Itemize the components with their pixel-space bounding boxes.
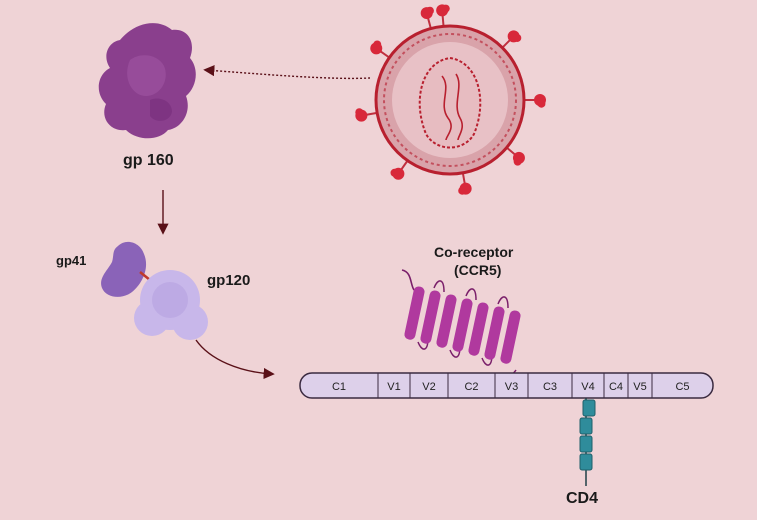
envelope-spike [420, 6, 434, 29]
transmembrane-helix [436, 294, 457, 348]
gp120-label: gp120 [207, 272, 251, 289]
cd4-label: CD4 [566, 490, 599, 507]
cd4-domain [582, 399, 596, 417]
gp160-label: gp 160 [123, 152, 174, 169]
region-label-v5: V5 [633, 381, 646, 393]
envelope-spike [390, 160, 409, 180]
viral-capsid [418, 56, 482, 149]
envelope-spike [436, 4, 450, 27]
envelope-spike [370, 40, 390, 59]
region-label-v3: V3 [505, 381, 518, 393]
cd4-domain [579, 417, 593, 435]
gp41-gp120-link [139, 271, 151, 281]
cd4-domain [579, 435, 593, 453]
virus-to-gp160-arrow [203, 65, 371, 80]
gp160-protein [98, 23, 196, 139]
transmembrane-helix [420, 290, 441, 344]
region-label-c5: C5 [675, 381, 689, 393]
envelope-spike [355, 108, 378, 122]
coreceptor-label: Co-receptor [434, 244, 514, 260]
region-label-c3: C3 [543, 381, 557, 393]
cd4-domain [579, 453, 593, 471]
gp41-label: gp41 [56, 253, 87, 268]
hiv-virion [355, 4, 546, 195]
region-label-v1: V1 [387, 381, 400, 393]
region-label-c2: C2 [464, 381, 478, 393]
virion-spikes [355, 4, 546, 195]
gp120-to-regions-arrow [195, 339, 275, 380]
transmembrane-helix [452, 298, 473, 352]
cd4-receptor [579, 398, 596, 486]
envelope-spike [506, 146, 525, 166]
region-label-v4: V4 [581, 381, 594, 393]
transmembrane-helix [484, 306, 505, 360]
ccr5-coreceptor [401, 269, 521, 385]
gp41-protein [101, 241, 147, 297]
gp120-region-bar: C1 V1 V2 C2 V3 C3 V4 C4 V5 C5 [299, 372, 714, 399]
region-label-c1: C1 [332, 381, 346, 393]
region-label-c4: C4 [609, 381, 623, 393]
envelope-spike [458, 172, 472, 195]
transmembrane-helix [468, 302, 489, 356]
region-label-v2: V2 [422, 381, 435, 393]
envelope-spike [524, 94, 546, 108]
viral-rna [441, 75, 452, 141]
transmembrane-helix [500, 310, 521, 364]
ccr5-label: (CCR5) [454, 262, 502, 278]
gp120-protein [134, 270, 208, 340]
transmembrane-helix [404, 286, 425, 340]
envelope-spike [501, 30, 522, 49]
